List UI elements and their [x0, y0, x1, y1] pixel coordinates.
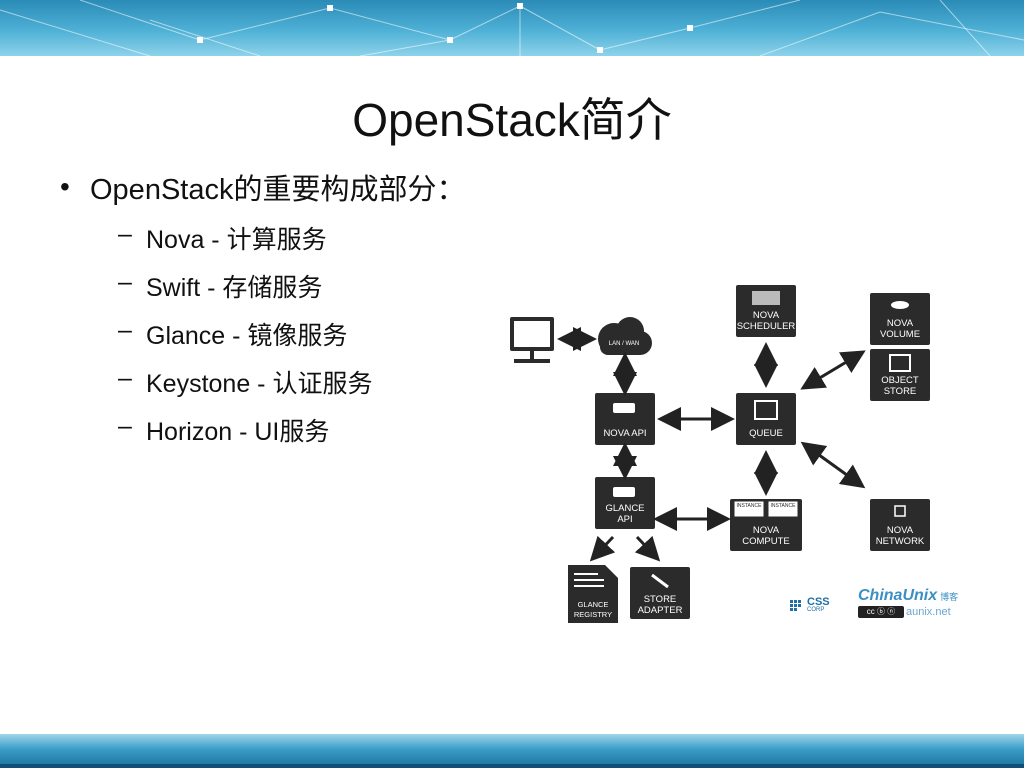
queue-box: QUEUE [736, 393, 796, 445]
css-corp-mark-icon [790, 600, 801, 611]
nova-network-box: NOVA NETWORK [870, 499, 930, 551]
bullet-main-text: OpenStack的重要构成部分： [90, 174, 466, 206]
list-item: –Glance - 镜像服务 [118, 316, 348, 350]
nova-scheduler-box: NOVA SCHEDULER [736, 285, 796, 337]
bullet-dot: • [60, 171, 70, 202]
nova-volume-box: NOVA VOLUME [870, 293, 930, 345]
svg-text:INSTANCE: INSTANCE [771, 503, 797, 509]
svg-text:INSTANCE: INSTANCE [737, 503, 763, 509]
monitor-icon [510, 317, 554, 363]
cloud-label: LAN / WAN [609, 341, 639, 347]
svg-text:ADAPTER: ADAPTER [638, 605, 683, 616]
svg-text:SCHEDULER: SCHEDULER [737, 321, 796, 332]
chinaunix-logo: ChinaUnix 博客 cc ⓑ ⓝ aunix.net [858, 587, 959, 618]
bullet-main: • OpenStack的重要构成部分： [60, 166, 465, 208]
slide-title: OpenStack简介 [352, 94, 672, 146]
svg-text:COMPUTE: COMPUTE [742, 536, 790, 547]
top-header-band [0, 0, 1024, 56]
network-pattern-decoration [0, 0, 1024, 56]
svg-text:NOVA: NOVA [887, 525, 914, 536]
connection-arrows [557, 327, 866, 562]
list-item: –Horizon - UI服务 [118, 412, 330, 446]
svg-text:REGISTRY: REGISTRY [574, 610, 612, 619]
store-adapter-box: STORE ADAPTER [630, 567, 690, 619]
list-item: –Nova - 计算服务 [118, 220, 327, 254]
nova-api-box: NOVA API [595, 393, 655, 445]
svg-text:API: API [617, 514, 632, 525]
svg-text:NOVA API: NOVA API [603, 428, 646, 439]
bottom-footer-band [0, 734, 1024, 768]
svg-text:VOLUME: VOLUME [880, 329, 920, 340]
svg-text:NOVA: NOVA [753, 310, 780, 321]
svg-text:GLANCE: GLANCE [578, 600, 609, 609]
svg-text:GLANCE: GLANCE [605, 503, 644, 514]
bullet-list: • OpenStack的重要构成部分： –Nova - 计算服务 –Swift … [60, 166, 465, 448]
svg-text:STORE: STORE [644, 594, 677, 605]
footer-edge-line [0, 764, 1024, 768]
glance-registry-box: GLANCE REGISTRY [568, 565, 618, 623]
list-item: –Keystone - 认证服务 [118, 364, 373, 398]
object-store-box: OBJECT STORE [870, 349, 930, 401]
openstack-architecture-diagram: LAN / WAN NOVA API GLANCE API GLANCE REG… [510, 285, 930, 623]
cc-license-icon: cc ⓑ ⓝ [858, 606, 904, 618]
svg-text:STORE: STORE [884, 386, 917, 397]
svg-text:OBJECT: OBJECT [881, 375, 919, 386]
svg-text:NETWORK: NETWORK [876, 536, 925, 547]
svg-text:NOVA: NOVA [753, 525, 780, 536]
css-corp-logo: CSS CORP [790, 597, 830, 614]
glance-api-box: GLANCE API [595, 477, 655, 529]
lan-wan-cloud: LAN / WAN [598, 317, 652, 355]
nova-compute-box: INSTANCE INSTANCE NOVA COMPUTE [730, 499, 802, 551]
svg-text:NOVA: NOVA [887, 318, 914, 329]
list-item: –Swift - 存储服务 [118, 268, 323, 302]
svg-text:QUEUE: QUEUE [749, 428, 783, 439]
